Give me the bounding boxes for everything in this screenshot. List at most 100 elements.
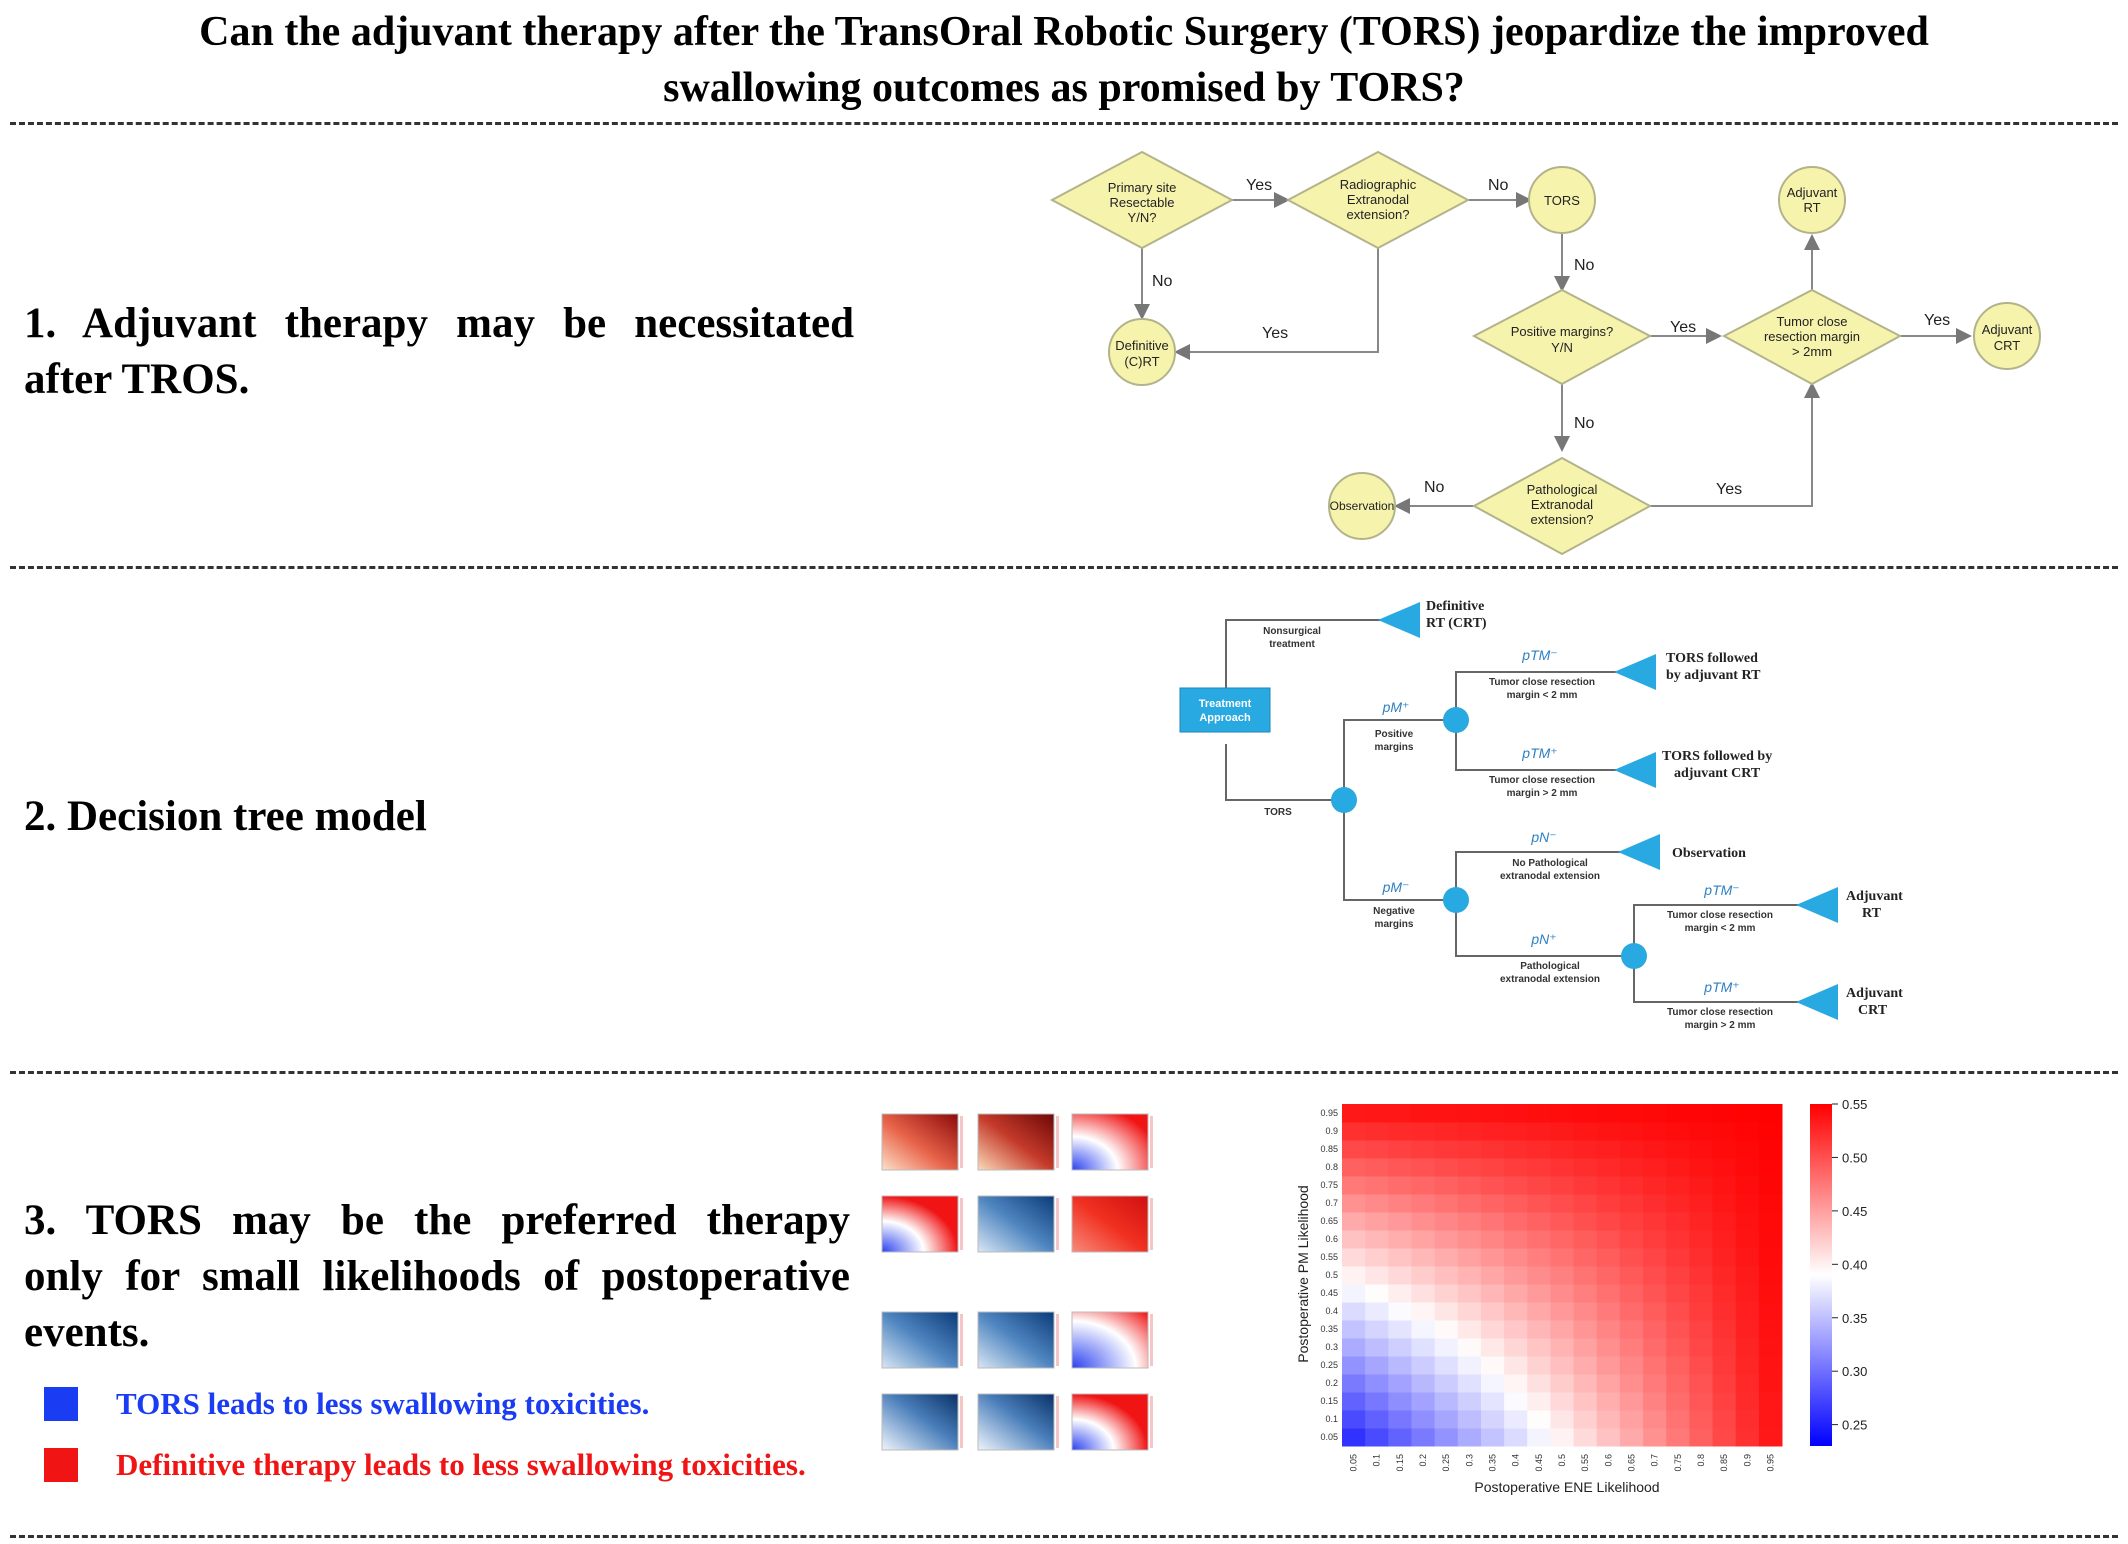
heatmap-cell — [1480, 1158, 1505, 1177]
figure-title: Can the adjuvant therapy after the Trans… — [0, 4, 2128, 116]
heatmap-cell — [1689, 1176, 1714, 1195]
heatmap-cell — [1504, 1104, 1528, 1123]
heatmap-cell — [1527, 1230, 1551, 1249]
heatmap-cell — [1457, 1248, 1482, 1267]
heatmap-cell — [1712, 1374, 1737, 1393]
heatmap-cell — [1735, 1302, 1760, 1321]
heatmap-cell — [1365, 1356, 1389, 1375]
heatmap-cell — [1643, 1392, 1667, 1411]
heatmap-cell — [1619, 1374, 1644, 1393]
svg-text:margins: margins — [1375, 742, 1414, 753]
svg-text:Approach: Approach — [1199, 712, 1251, 724]
heatmap-cell — [1550, 1302, 1575, 1321]
heatmap-cell — [1504, 1410, 1528, 1429]
heatmap-cell — [1527, 1266, 1551, 1285]
heatmap-cell — [1457, 1176, 1482, 1195]
heatmap-cell — [1411, 1158, 1436, 1177]
y-tick-label: 0.8 — [1325, 1162, 1338, 1172]
heatmap-cell — [1643, 1230, 1667, 1249]
svg-text:extranodal extension: extranodal extension — [1500, 974, 1600, 985]
heatmap-cell — [1434, 1176, 1459, 1195]
x-tick-label: 0.95 — [1765, 1454, 1775, 1472]
x-tick-label: 0.6 — [1603, 1454, 1613, 1467]
heatmap-cell — [1712, 1248, 1737, 1267]
svg-text:Adjuvant: Adjuvant — [1982, 322, 2033, 337]
y-tick-label: 0.85 — [1320, 1144, 1338, 1154]
heatmap-cell — [1643, 1248, 1667, 1267]
svg-text:Yes: Yes — [1716, 481, 1742, 498]
svg-text:Positive: Positive — [1375, 729, 1414, 740]
heatmap-cell — [1735, 1374, 1760, 1393]
heatmap-cell — [1342, 1410, 1366, 1429]
heatmap-cell — [1596, 1374, 1621, 1393]
heatmap-cell — [1388, 1122, 1412, 1141]
heatmap-cell — [1712, 1176, 1737, 1195]
heatmap-cell — [1596, 1410, 1621, 1429]
heatmap-cell — [1689, 1158, 1714, 1177]
section-1-line-1: 1. Adjuvant therapy may be necessitated — [24, 300, 854, 347]
heatmap-cell — [1342, 1302, 1366, 1321]
x-tick-label: 0.45 — [1534, 1454, 1544, 1472]
heatmap-cell — [1758, 1158, 1783, 1177]
tumor-close-decision — [1721, 288, 1903, 386]
svg-text:TORS followed by: TORS followed by — [1662, 749, 1772, 764]
heatmap-cell — [1411, 1338, 1436, 1357]
heatmap-cell — [1434, 1158, 1459, 1177]
heatmap-cell — [1434, 1122, 1459, 1141]
heatmap-cell — [1573, 1194, 1598, 1213]
section-1-text: 1. Adjuvant therapy may be necessitated … — [24, 296, 854, 408]
heatmap-cell — [1735, 1428, 1760, 1447]
svg-text:Pathological: Pathological — [1520, 961, 1580, 972]
heatmap-cell — [1527, 1104, 1551, 1123]
heatmap-cell — [1573, 1266, 1598, 1285]
heatmap-cell — [1712, 1338, 1737, 1357]
heatmap-cell — [1388, 1428, 1412, 1447]
heatmap-cell — [1342, 1140, 1366, 1159]
svg-text:Treatment: Treatment — [1199, 698, 1252, 710]
heatmap-cell — [1411, 1194, 1436, 1213]
svg-text:Pathological: Pathological — [1527, 482, 1598, 497]
heatmap-cell — [1342, 1194, 1366, 1213]
heatmap-cell — [1666, 1338, 1690, 1357]
heatmap-cell — [1457, 1428, 1482, 1447]
heatmap-cell — [1643, 1266, 1667, 1285]
colorbar — [1810, 1104, 1832, 1446]
heatmap-cell — [1666, 1392, 1690, 1411]
heatmap-cell — [1666, 1194, 1690, 1213]
heatmap-cell — [1666, 1230, 1690, 1249]
heatmap-cell — [1643, 1320, 1667, 1339]
heatmap-cell — [1527, 1176, 1551, 1195]
heatmap-cell — [1735, 1320, 1760, 1339]
heatmap-cell — [1480, 1392, 1505, 1411]
heatmap-cell — [1411, 1284, 1436, 1303]
heatmap-cell — [1596, 1122, 1621, 1141]
heatmap-cell — [1735, 1356, 1760, 1375]
heatmap-cell — [1504, 1284, 1528, 1303]
heatmap-cell — [1504, 1338, 1528, 1357]
svg-text:margin < 2 mm: margin < 2 mm — [1685, 923, 1756, 934]
y-tick-label: 0.75 — [1320, 1180, 1338, 1190]
heatmap-cell — [1666, 1212, 1690, 1231]
heatmap-x-label: Postoperative ENE Likelihood — [1474, 1479, 1659, 1495]
heatmap-cell — [1712, 1140, 1737, 1159]
heatmap-cell — [1504, 1302, 1528, 1321]
heatmap-cell — [1573, 1320, 1598, 1339]
heatmap-cell — [1689, 1284, 1714, 1303]
svg-text:Yes: Yes — [1924, 312, 1950, 329]
heatmap-cell — [1735, 1284, 1760, 1303]
heatmap-cell — [1573, 1248, 1598, 1267]
svg-text:Resectable: Resectable — [1109, 195, 1174, 210]
heatmap-cell — [1527, 1194, 1551, 1213]
svg-text:pTM⁺: pTM⁺ — [1703, 979, 1739, 995]
heatmap-cell — [1619, 1302, 1644, 1321]
heatmap-cell — [1550, 1158, 1575, 1177]
x-tick-label: 0.4 — [1511, 1454, 1521, 1467]
heatmap-cell — [1689, 1356, 1714, 1375]
heatmap-cell — [1573, 1230, 1598, 1249]
heatmap-cell — [1573, 1338, 1598, 1357]
heatmap-cell — [1388, 1176, 1412, 1195]
heatmap-cell — [1619, 1248, 1644, 1267]
heatmap-cell — [1365, 1176, 1389, 1195]
heatmap-cell — [1365, 1194, 1389, 1213]
svg-text:extension?: extension? — [1347, 207, 1410, 222]
